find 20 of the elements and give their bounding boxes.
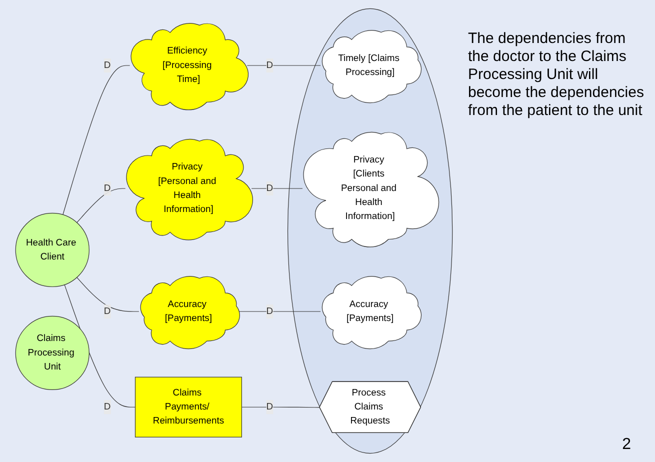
edge-label: D — [266, 402, 274, 412]
connector — [76, 277, 140, 312]
page-number: 2 — [622, 436, 631, 454]
node-circle: Claims Processing Unit — [15, 316, 90, 390]
connector — [76, 188, 126, 223]
node-box: Claims Payments/ Reimbursements — [134, 376, 242, 438]
connector — [246, 65, 321, 66]
edge-label: D — [266, 183, 274, 194]
connector — [241, 406, 320, 408]
connector — [238, 311, 321, 312]
edge-label: D — [104, 306, 111, 316]
edge-label: D — [104, 60, 111, 70]
node-circle: Health Care Client — [15, 212, 90, 288]
edge-label: D — [104, 402, 111, 412]
edge-label: D — [266, 60, 274, 70]
connector — [251, 188, 303, 189]
note-text: The dependencies from the doctor to the Claims Processing Unit will become the dependencies from the patient to the unit — [468, 30, 645, 120]
edge-label: D — [266, 306, 274, 316]
edge-label: D — [104, 183, 111, 194]
connector — [62, 65, 130, 216]
